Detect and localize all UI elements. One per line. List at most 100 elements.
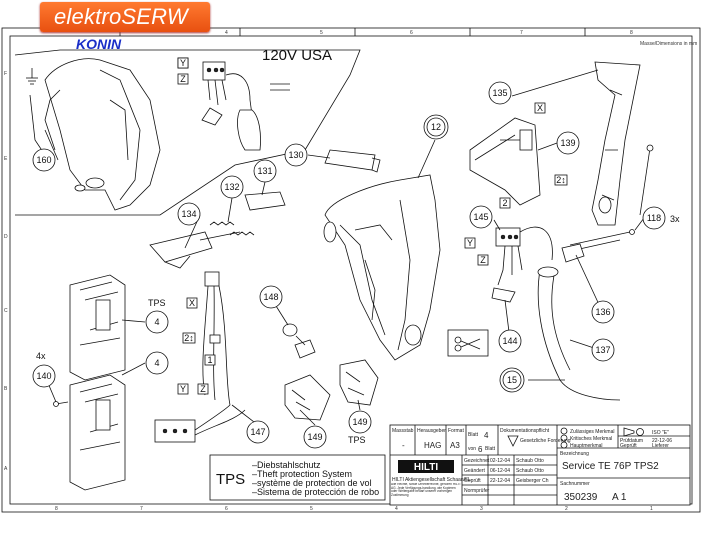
callout-135: 135 [488,81,512,105]
slider-134 [149,231,241,269]
tb-gezeichnet-date: 02-12-04 [490,458,510,464]
svg-text:160: 160 [36,155,51,165]
tb-norm-label: Normprüfer [464,488,490,494]
tb-gezeichnet-name: Schaub Otto [516,458,544,464]
grid-top-6: 6 [410,30,413,36]
tb-massstab-value: - [402,441,405,450]
svg-text:136: 136 [595,307,610,317]
tag-y-147: Y [177,383,189,395]
tag-z-147: Z [197,383,209,395]
tb-hersteller-value: HAG [424,441,441,450]
callout-134: 134 [177,202,201,226]
wiring-harness-147 [154,271,246,443]
callout-147: 147 [246,420,270,444]
callout-118: 118 [642,206,666,230]
tb-geaendert-date: 06-12-04 [490,468,510,474]
grid-left: F E D C B A [4,71,8,472]
callout-131: 131 [253,159,277,183]
tps-legend: TPS –Diebstahlschutz –Theft protection S… [209,454,386,501]
tb-merkmal-3: Hauptmerkmal [570,443,603,449]
svg-text:2↕: 2↕ [556,175,566,185]
svg-text:118: 118 [647,213,661,223]
tb-merkmal-2: Kritisches Merkmal [570,436,612,442]
svg-text:15: 15 [507,375,517,385]
dimension-note: Masse/Dimensions in mm [640,41,697,47]
legend-line-1: –Diebstahlschutz [252,460,321,470]
ground-icon [26,68,38,85]
tag-z-inset: Z [177,73,189,85]
merkmal-1-icon [560,427,568,435]
callout-136: 136 [591,300,615,324]
tb-sach-rev: A 1 [612,492,627,503]
svg-text:135: 135 [492,88,507,98]
tb-massstab-label: Massstab [392,428,414,434]
callout-130: 130 [284,143,308,167]
grid-bottom-4: 4 [395,506,398,512]
tb-pruefdatum-value: 22-12-06 [652,438,672,444]
tag-y-inset-label: Y [177,57,189,69]
callout-148: 148 [259,285,283,309]
svg-text:2: 2 [502,198,507,208]
tb-sach-value: 350239 [564,492,598,503]
qty-3x: 3x [670,214,680,224]
tag-2-139: 2 [499,197,511,209]
leader-lines [44,69,645,426]
callout-4-lower: 4 [145,351,169,375]
svg-text:Y: Y [180,58,186,68]
hilti-logo [398,460,454,473]
handle-135 [591,61,641,226]
svg-text:Z: Z [200,384,206,394]
tb-hersteller-label: Herausgeber [417,428,446,434]
grid-left-F: F [4,71,7,77]
callout-144: 144 [498,329,522,353]
grid-bottom-1: 1 [650,506,653,512]
grid-top-8: 8 [630,30,633,36]
tb-company: HILTI Aktiengesellschaft Schaan/FL [392,477,471,483]
svg-text:130: 130 [288,150,303,160]
tb-copyright: Alle Rechte, sowie Urheberrechte, gehöre… [391,483,461,497]
legend-line-2: –Theft protection System [252,469,352,479]
hilti-logo-text: HILTI [414,462,438,473]
svg-text:149: 149 [352,417,367,427]
grid-left-A: A [4,466,8,472]
tb-bezeichnung-label: Bezeichnung [560,451,589,457]
svg-text:Y: Y [467,238,473,248]
svg-text:140: 140 [36,371,51,381]
grid-bottom: 8 7 6 5 4 3 2 1 [55,506,653,512]
grid-left-B: B [4,386,8,392]
grid-bottom-8: 8 [55,506,58,512]
svg-text:144: 144 [502,336,517,346]
electronics-module-upper [69,274,126,381]
callout-137: 137 [591,338,615,362]
tag-21-147: 2↕ [182,332,196,344]
sheet-frame [1,27,701,513]
part-149-right [339,359,379,406]
part-148 [282,323,316,359]
switch-139 [469,117,541,206]
svg-text:134: 134 [181,209,196,219]
svg-text:145: 145 [473,212,488,222]
clamp-136 [561,243,585,263]
svg-text:139: 139 [560,138,575,148]
grid-top: 4 5 6 7 8 Masse/Dimensions in mm [119,28,697,47]
grid-top-4: 4 [225,30,228,36]
grid-top-7: 7 [520,30,523,36]
grid-left-C: C [4,308,8,314]
watermark-brand: elektroSERW [54,4,188,29]
grid-bottom-5: 5 [310,506,313,512]
svg-text:147: 147 [250,427,265,437]
tb-copyright-box: Alle Rechte, sowie Urheberrechte, gehöre… [391,483,461,497]
svg-text:X: X [189,298,195,308]
tb-merkmal-1: Zulässiges Merkmal [570,429,614,435]
tb-gepr-name: Geisberger Ch [516,478,549,484]
svg-text:131: 131 [257,166,272,176]
svg-text:132: 132 [224,182,239,192]
svg-text:12: 12 [431,122,441,132]
legend-line-4: –Sistema de protección de robo [252,487,379,497]
svg-text:1: 1 [207,355,212,365]
part-130 [324,149,381,173]
tag-1-147: 1 [204,354,216,366]
tb-von-value: 6 [478,445,483,454]
tb-geaendert-name: Schaub Otto [516,468,544,474]
merkmal-3-icon [560,441,568,449]
